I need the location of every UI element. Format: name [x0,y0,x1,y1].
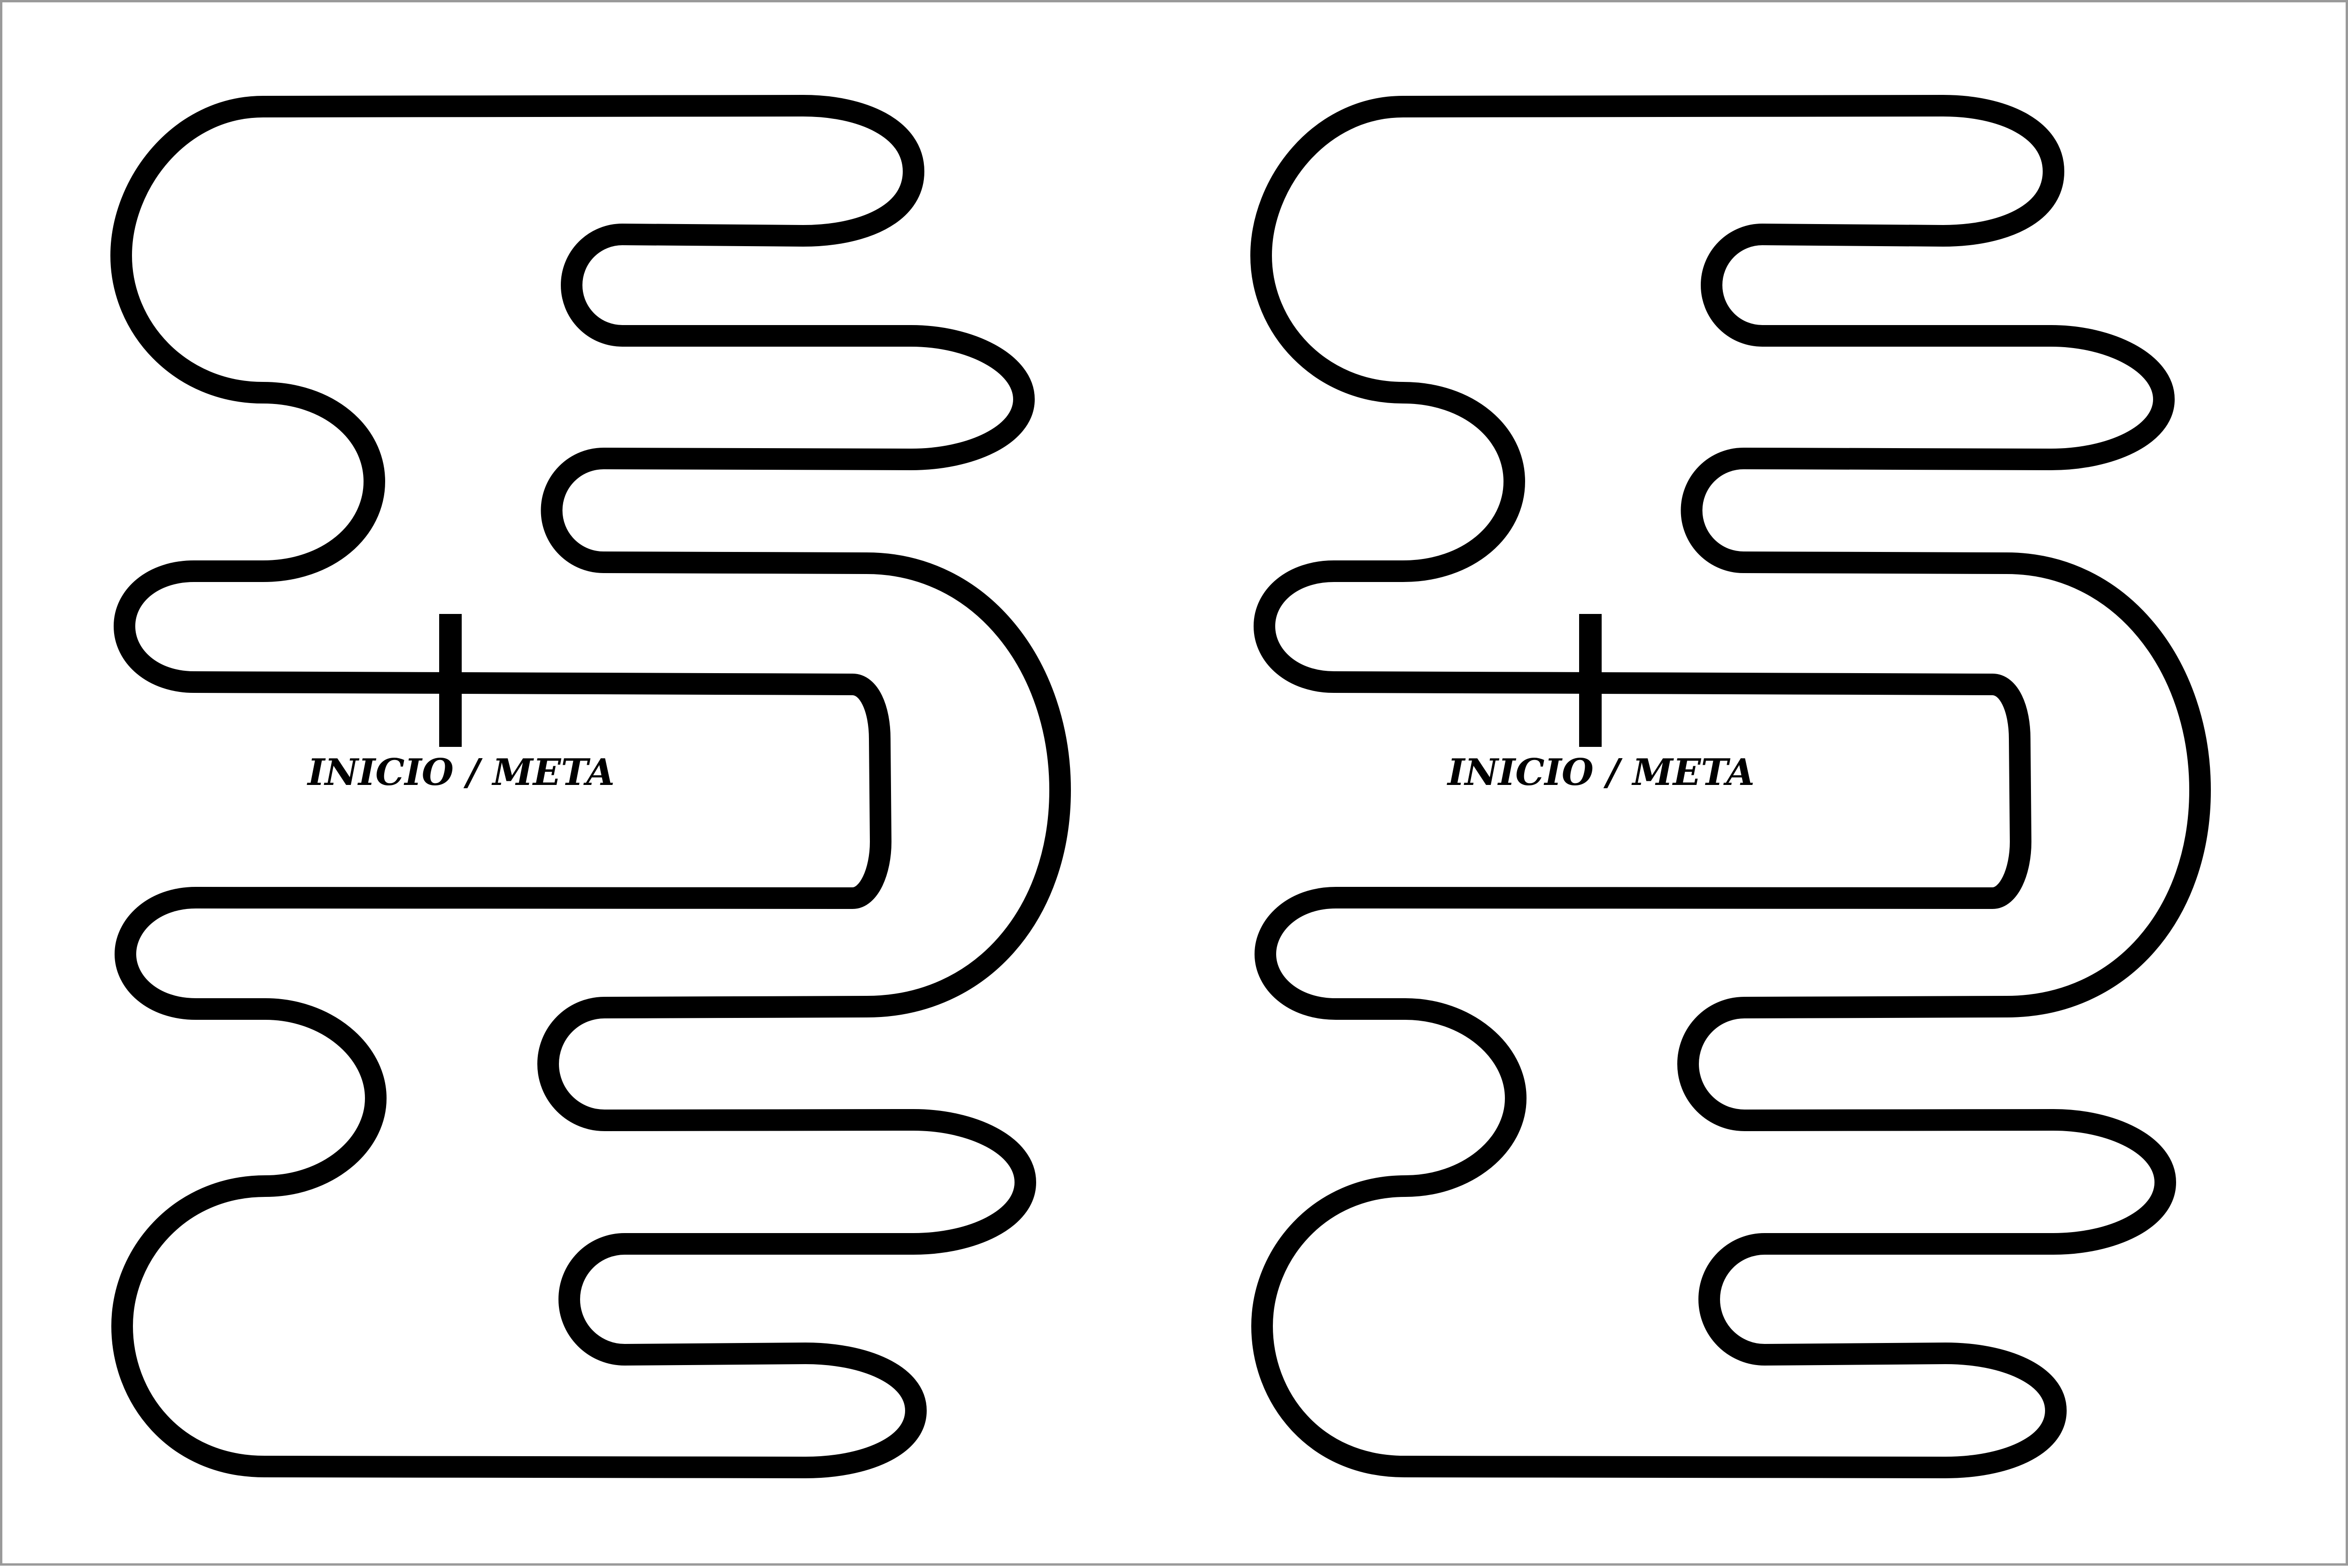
start-finish-label: INICIO / META [307,751,615,794]
start-finish-label: INICIO / META [1447,751,1755,794]
race-track-left: INICIO / META [121,106,1060,1467]
start-finish-line [1579,614,1602,747]
start-finish-line [439,614,462,747]
race-track-right: INICIO / META [1261,106,2200,1467]
